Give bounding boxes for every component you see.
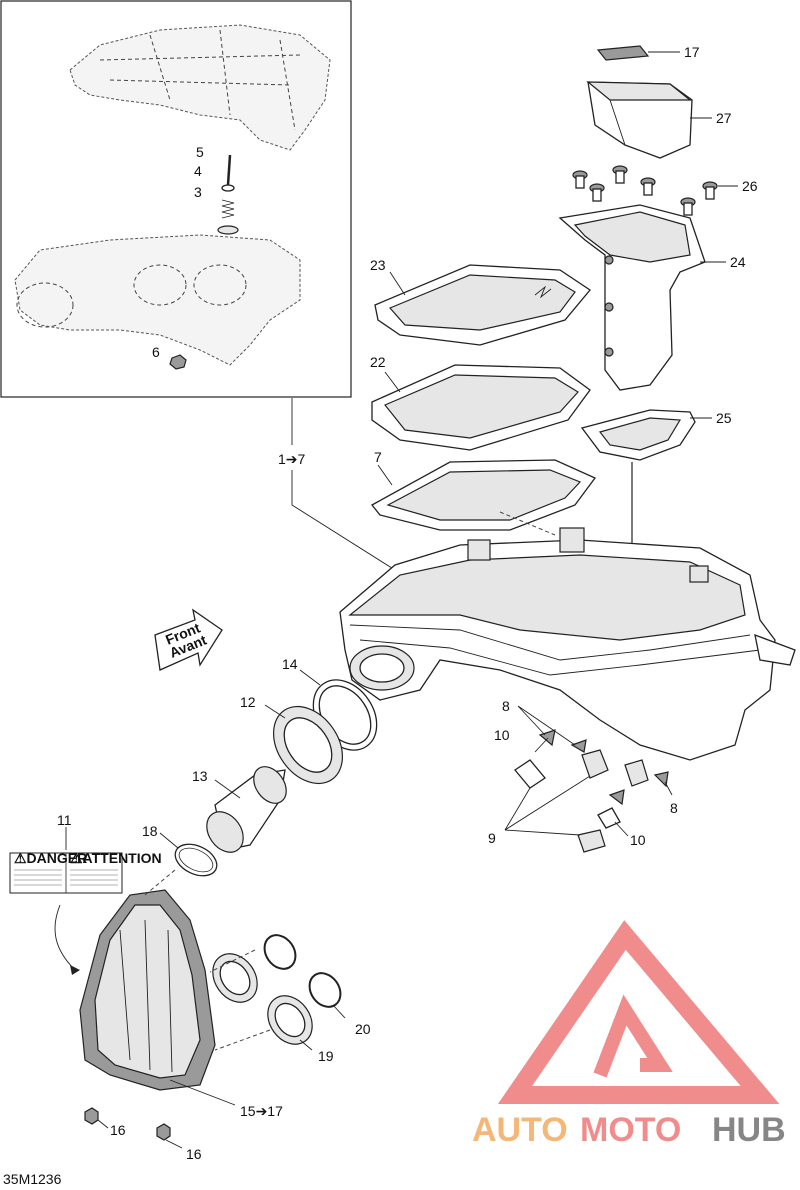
adapter-12	[264, 704, 344, 785]
callout-24: 24	[730, 254, 746, 270]
screw-16-b	[156, 1123, 183, 1149]
hose-clamp-20	[308, 972, 346, 1019]
callout-14: 14	[282, 656, 298, 672]
callout-16-b: 16	[186, 1146, 202, 1162]
callout-13: 13	[192, 768, 208, 784]
alignment-line-2	[209, 949, 256, 973]
callout-23: 23	[370, 257, 386, 273]
callout-9: 9	[488, 830, 496, 846]
inset-nut-6	[169, 354, 187, 370]
callout-19: 19	[318, 1048, 334, 1064]
alignment-line-3	[214, 1029, 271, 1051]
duct-25	[580, 409, 712, 461]
watermark-auto: AUTO	[472, 1111, 568, 1149]
watermark-moto: MOTO	[580, 1111, 681, 1149]
inset-lower-assembly	[14, 234, 301, 366]
callout-10-b: 10	[630, 832, 646, 848]
hose-coupler-upper	[212, 953, 258, 1003]
decal-17-top	[596, 45, 680, 61]
inset-washer-4	[221, 184, 235, 192]
screw-16-a	[84, 1107, 109, 1129]
filter-frame-7	[371, 459, 597, 536]
callout-25: 25	[716, 410, 732, 426]
callout-5: 5	[196, 144, 204, 160]
callout-18: 18	[142, 823, 158, 839]
inset-spring-3	[217, 199, 239, 235]
callout-17-top: 17	[684, 44, 700, 60]
callout-27: 27	[716, 110, 732, 126]
callout-8-b: 8	[670, 800, 678, 816]
watermark-logo-mark	[497, 920, 780, 1104]
callout-20: 20	[355, 1021, 371, 1037]
callout-10-a: 10	[494, 727, 510, 743]
callout-11: 11	[57, 812, 72, 828]
resonator-cover-15	[54, 889, 236, 1106]
watermark-hub: HUB	[712, 1111, 786, 1149]
automotohub-watermark: AUTO MOTO HUB	[472, 920, 786, 1149]
o-ring-18	[159, 832, 218, 877]
callout-16-a: 16	[110, 1122, 126, 1138]
airbox-main-housing	[339, 527, 796, 761]
callout-26: 26	[742, 178, 758, 194]
decal-attention-text: ⚠ATTENTION	[70, 850, 162, 866]
callout-1-7: 1➔7	[278, 451, 306, 467]
hose-clamp-upper	[263, 934, 297, 970]
screws-26	[572, 165, 738, 216]
inset-frame	[0, 0, 352, 398]
intake-snorkel-24	[558, 204, 726, 391]
inset-upper-assembly	[69, 24, 331, 151]
intake-tube-13	[206, 766, 287, 853]
warning-decal-11: ⚠DANGER ⚠ATTENTION	[9, 827, 162, 894]
inset-bolt-5	[226, 154, 232, 186]
callout-6: 6	[152, 344, 160, 360]
callout-3: 3	[194, 184, 202, 200]
air-filter-22	[371, 364, 591, 451]
front-direction-arrow: Front Avant	[154, 608, 223, 671]
callout-22: 22	[370, 354, 386, 370]
cover-27	[586, 81, 712, 159]
leader-1-7-lower	[291, 470, 396, 571]
callout-15-17: 15➔17	[240, 1103, 283, 1119]
decal-danger-text: ⚠DANGER	[14, 850, 87, 866]
callout-12: 12	[240, 694, 256, 710]
clips-8-9-10	[504, 705, 673, 853]
drawing-code: 35M1236	[3, 1171, 62, 1187]
hose-coupler-19	[267, 995, 313, 1051]
filter-cover-23	[374, 264, 591, 346]
callout-7: 7	[374, 449, 382, 465]
callout-8-a: 8	[502, 698, 510, 714]
callout-4: 4	[194, 163, 202, 179]
